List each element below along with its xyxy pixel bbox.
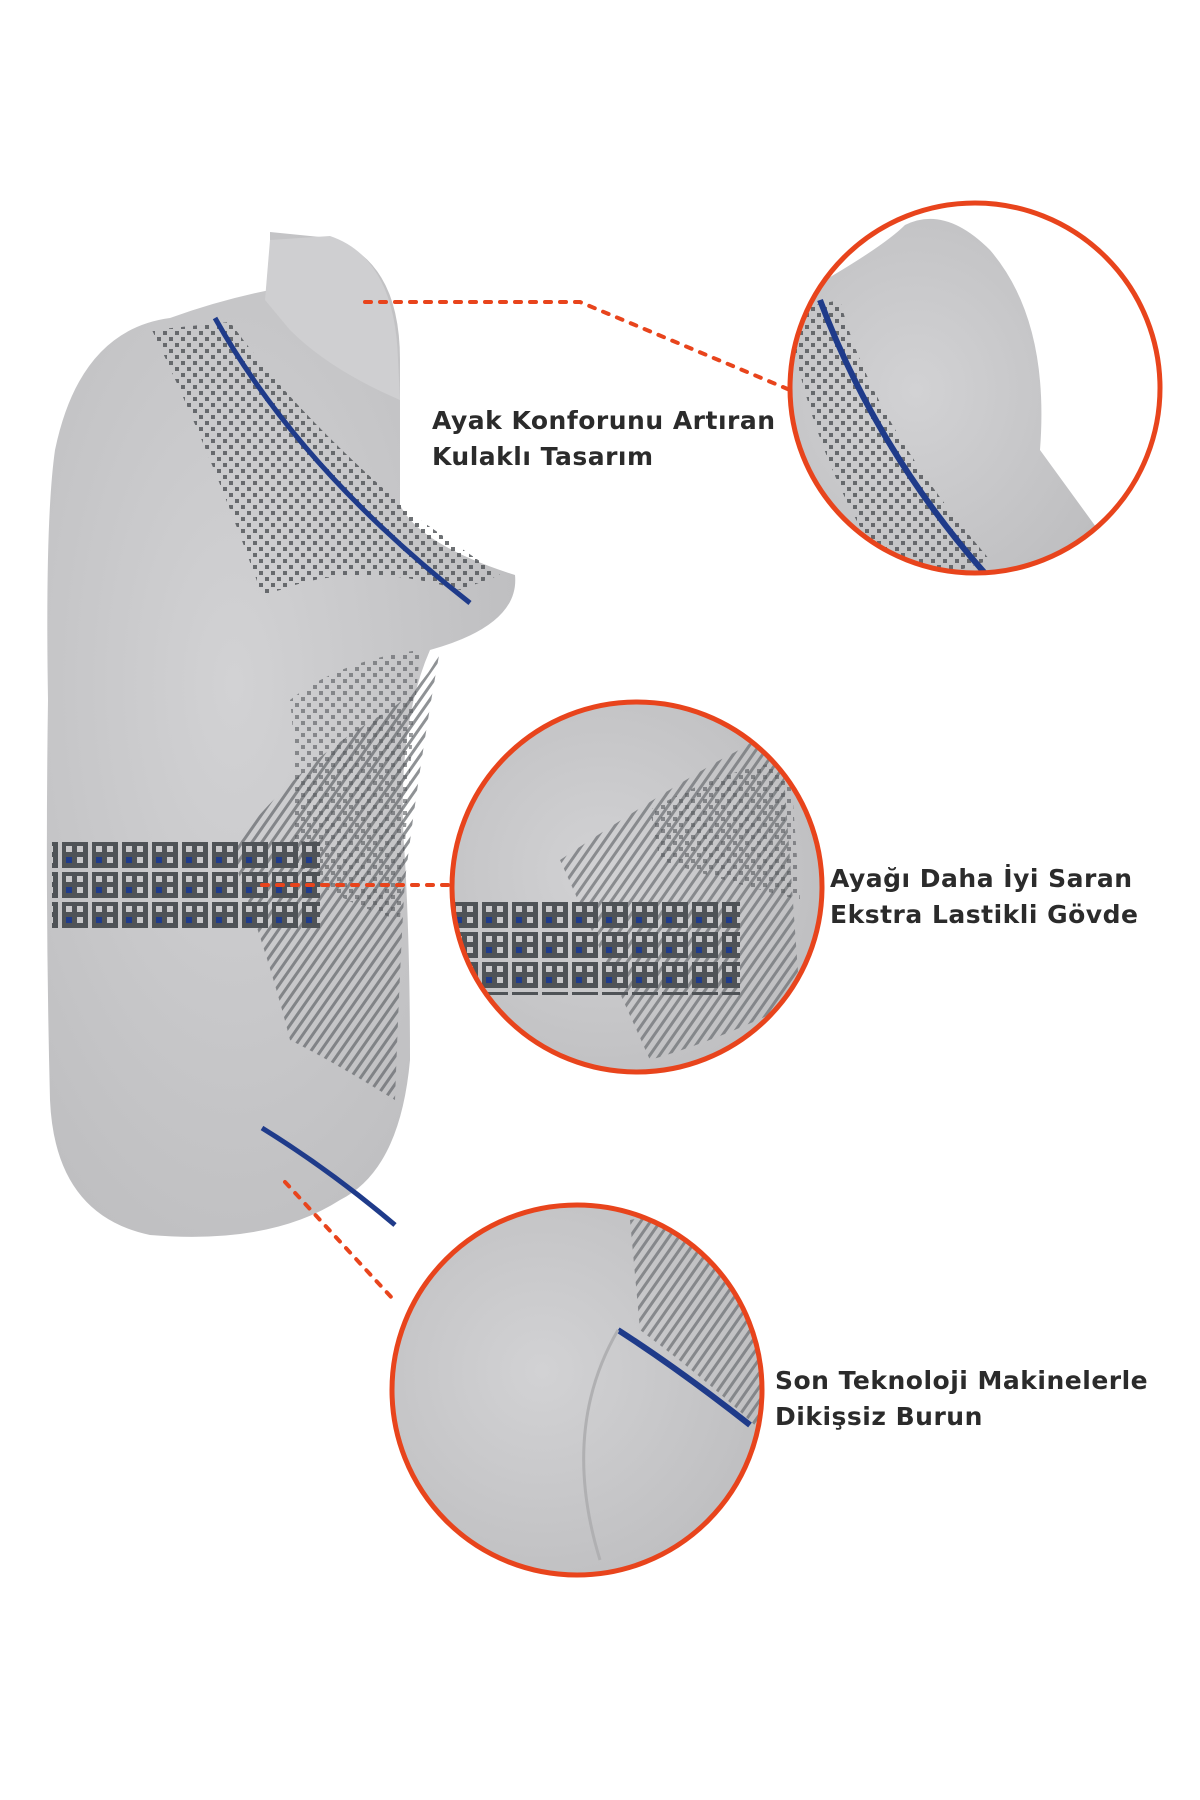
callout-toe-line-1: Son Teknoloji Makinelerle [775,1366,1149,1395]
callout-body-line-2: Ekstra Lastikli Gövde [830,900,1139,929]
callout-heel-tab-text: Ayak Konforunu Artıran Kulaklı Tasarım [432,403,776,475]
toe-stripe [260,1125,397,1227]
cuff-stripe [212,316,472,605]
callout-toe-line-2: Dikişsiz Burun [775,1402,983,1431]
callout-heel-tab-line-1: Ayak Konforunu Artıran [432,406,776,435]
leader-lines [260,300,792,1300]
zoom-circle-body [449,699,825,1075]
leader-line-1 [363,300,792,392]
instep-knit [290,650,420,920]
callout-body-line-1: Ayağı Daha İyi Saran [830,864,1133,893]
sock-main [46,232,516,1237]
sock-heel-tab [265,236,400,400]
callout-toe-text: Son Teknoloji Makinelerle Dikişsiz Burun [775,1363,1148,1435]
zoom-circle-heel [787,200,1163,576]
callout-heel-tab-line-2: Kulaklı Tasarım [432,442,654,471]
callout-body-text: Ayağı Daha İyi Saran Ekstra Lastikli Göv… [830,861,1138,933]
cuff-pattern-band [152,322,500,595]
leader-line-3 [283,1180,394,1300]
zoom-circle-toe [389,1202,765,1578]
sock-body [46,232,516,1237]
